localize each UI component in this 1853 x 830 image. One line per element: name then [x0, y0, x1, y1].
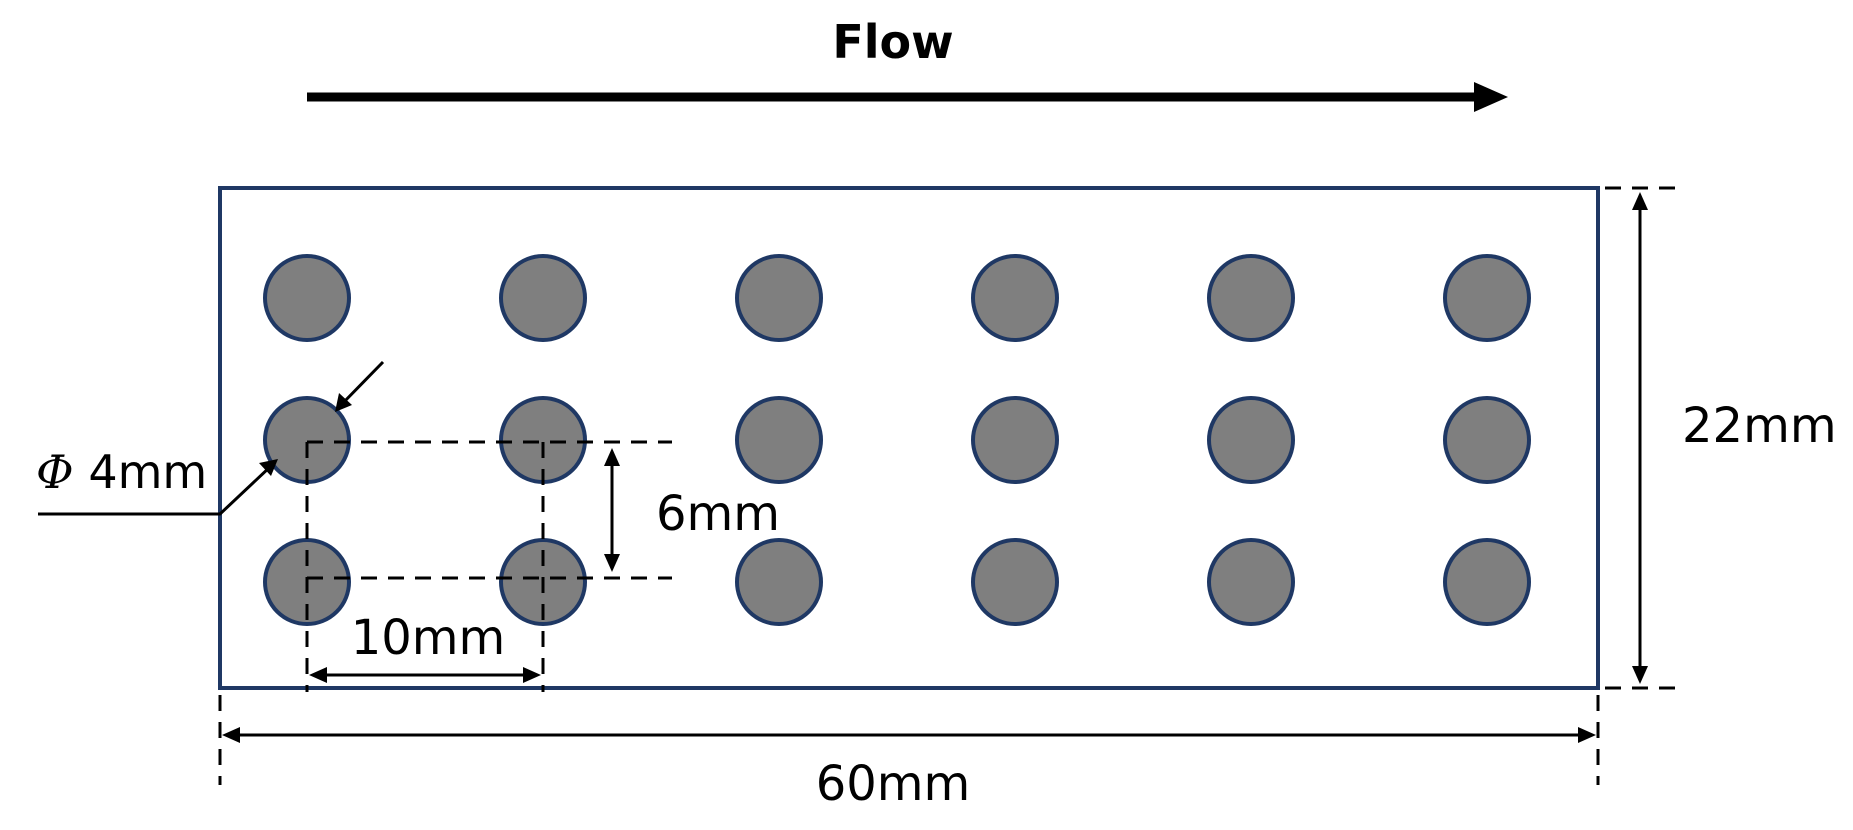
pin-array: [263, 254, 1531, 626]
pin-fin: [263, 254, 351, 342]
pin-fin: [1207, 396, 1295, 484]
pin-fin: [735, 538, 823, 626]
pin-fin: [971, 396, 1059, 484]
diameter-label: Φ 4mm: [36, 445, 207, 499]
pin-fin: [1443, 538, 1531, 626]
length-label: 60mm: [816, 756, 971, 812]
spacing-y-label: 6mm: [656, 486, 780, 542]
pin-fin: [499, 254, 587, 342]
pin-fin: [735, 254, 823, 342]
pin-fin: [971, 254, 1059, 342]
length-dimension: [218, 695, 1600, 785]
flow-arrow: [307, 82, 1508, 112]
channel-outline: [218, 186, 1600, 690]
diameter-symbol: Φ: [36, 445, 74, 499]
pin-fin: [1207, 254, 1295, 342]
spacing-y-dimension: [604, 448, 620, 572]
pitch-dashed-box: [305, 440, 672, 692]
height-dimension: [1605, 186, 1680, 690]
pin-fin: [1207, 538, 1295, 626]
spacing-x-dimension: [309, 667, 541, 683]
pin-fin: [735, 396, 823, 484]
height-label: 22mm: [1682, 398, 1837, 454]
pin-fin: [971, 538, 1059, 626]
pin-fin: [1443, 254, 1531, 342]
pin-fin: [1443, 396, 1531, 484]
spacing-x-label: 10mm: [351, 610, 506, 666]
diameter-leader: [38, 360, 385, 516]
flow-label: Flow: [832, 15, 953, 69]
diameter-value: 4mm: [74, 445, 208, 499]
